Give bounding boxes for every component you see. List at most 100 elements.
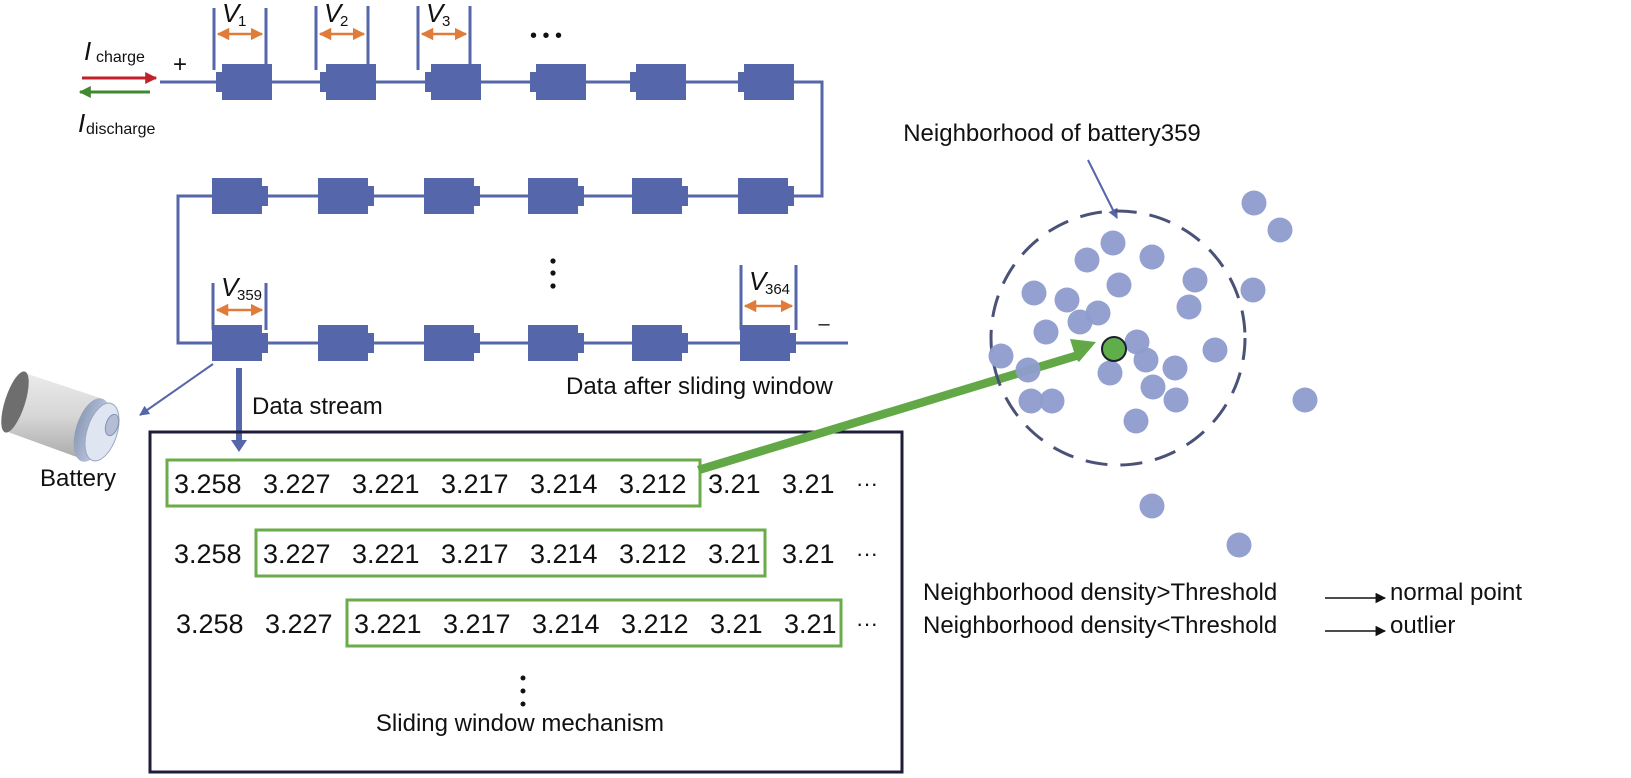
voltage-symbol: V — [222, 0, 242, 28]
stream-value: 3.214 — [530, 469, 598, 499]
battery-cell — [530, 64, 586, 100]
battery-cells — [212, 64, 796, 361]
data-stream-arrowhead — [231, 440, 247, 452]
neighborhood-pointer-arrow — [1087, 159, 1118, 219]
battery-cell — [738, 178, 794, 214]
voltage-subscript: 364 — [765, 281, 790, 298]
window-box — [254, 528, 767, 578]
battery-cell — [318, 325, 374, 361]
neighbor-point — [1226, 532, 1252, 558]
neighbor-point — [1106, 272, 1132, 298]
window-box — [345, 598, 843, 648]
ellipsis-dot — [520, 688, 526, 694]
current-indicator: I charge I discharge + – — [78, 36, 830, 335]
neighbor-point — [1240, 277, 1266, 303]
neighbor-points — [988, 190, 1318, 558]
circuit-wires — [160, 80, 848, 345]
stream-value: 3.217 — [443, 609, 511, 639]
voltage-subscript: 2 — [340, 13, 348, 30]
neighbor-point — [1133, 347, 1159, 373]
stream-value: 3.217 — [441, 469, 509, 499]
data-after-window-label: Data after sliding window — [566, 373, 833, 400]
neighbor-point — [1015, 357, 1041, 383]
battery-cell — [212, 178, 268, 214]
battery-cell — [630, 64, 686, 100]
battery-cell — [528, 325, 584, 361]
stream-value: 3.258 — [174, 539, 242, 569]
stream-value: 3.214 — [530, 539, 598, 569]
data-stream-label: Data stream — [252, 393, 383, 420]
neighbor-point — [1140, 374, 1166, 400]
neighbor-point — [1176, 294, 1202, 320]
sliding-window-rows: 3.258 3.227 3.221 3.217 3.214 3.212 3.21 3.21 ··… — [165, 458, 878, 648]
battery-label: Battery — [40, 465, 116, 492]
neighbor-point — [1074, 247, 1100, 273]
stream-value: 3.227 — [263, 539, 331, 569]
voltage-probe-v2: V2 — [314, 0, 370, 70]
rule-normal-result: normal point — [1390, 579, 1522, 606]
neighbor-point — [1163, 387, 1189, 413]
voltage-symbol: V — [426, 0, 446, 28]
charge-current-symbol: I — [84, 36, 91, 66]
sliding-window-caption: Sliding window mechanism — [376, 710, 664, 737]
stream-value: 3.217 — [441, 539, 509, 569]
vertical-ellipsis-pack — [550, 258, 556, 289]
battery-cell — [632, 325, 688, 361]
battery-cell — [212, 325, 268, 361]
voltage-subscript: 359 — [237, 287, 262, 304]
battery-cell — [632, 178, 688, 214]
voltage-subscript: 3 — [442, 13, 450, 30]
neighbor-point — [1054, 287, 1080, 313]
neighbor-point — [1292, 387, 1318, 413]
neighborhood-title: Neighborhood of battery359 — [903, 120, 1201, 147]
stream-value: 3.21 — [708, 469, 761, 499]
voltage-probe-v3: V3 — [416, 0, 472, 70]
battery-cell — [216, 64, 272, 100]
charge-current-subscript: charge — [96, 49, 145, 66]
ellipsis-dot — [550, 258, 556, 264]
voltage-subscript: 1 — [238, 13, 246, 30]
threshold-rules: Neighborhood density>Threshold normal po… — [923, 579, 1522, 639]
row-ellipsis: ··· — [856, 471, 878, 496]
stream-value: 3.258 — [174, 469, 242, 499]
neighbor-point — [988, 343, 1014, 369]
wire-row-1 — [160, 80, 848, 345]
neighbor-point — [1123, 408, 1149, 434]
ellipsis-dot — [520, 701, 526, 707]
rule-outlier-condition: Neighborhood density<Threshold — [923, 612, 1277, 639]
neighbor-point — [1241, 190, 1267, 216]
neighbor-point — [1067, 309, 1093, 335]
positive-terminal: + — [173, 51, 187, 78]
horizontal-ellipsis: • • • — [530, 25, 562, 47]
stream-value: 3.221 — [354, 609, 422, 639]
battery-cell — [738, 64, 794, 100]
battery-cell — [528, 178, 584, 214]
neighbor-point — [1162, 355, 1188, 381]
vertical-ellipsis-window — [520, 675, 526, 707]
stream-value: 3.21 — [782, 539, 835, 569]
neighbor-point — [1267, 217, 1293, 243]
stream-value: 3.221 — [352, 539, 420, 569]
sliding-window-panel — [148, 430, 904, 774]
battery-cell — [424, 178, 480, 214]
neighbor-point — [1097, 360, 1123, 386]
battery-cell — [318, 178, 374, 214]
stream-value: 3.21 — [782, 469, 835, 499]
discharge-current-symbol: I — [78, 108, 85, 138]
neighbor-point — [1018, 388, 1044, 414]
negative-terminal: – — [818, 313, 830, 335]
stream-value: 3.227 — [265, 609, 333, 639]
battery-icon — [1, 371, 120, 462]
voltage-probe-v1: V1 — [212, 0, 268, 70]
stream-value: 3.21 — [784, 609, 837, 639]
ellipsis-dot — [550, 270, 556, 276]
voltage-symbol: V — [221, 272, 241, 302]
stream-value: 3.212 — [621, 609, 689, 639]
window-box — [165, 458, 702, 508]
neighbor-point — [1033, 319, 1059, 345]
